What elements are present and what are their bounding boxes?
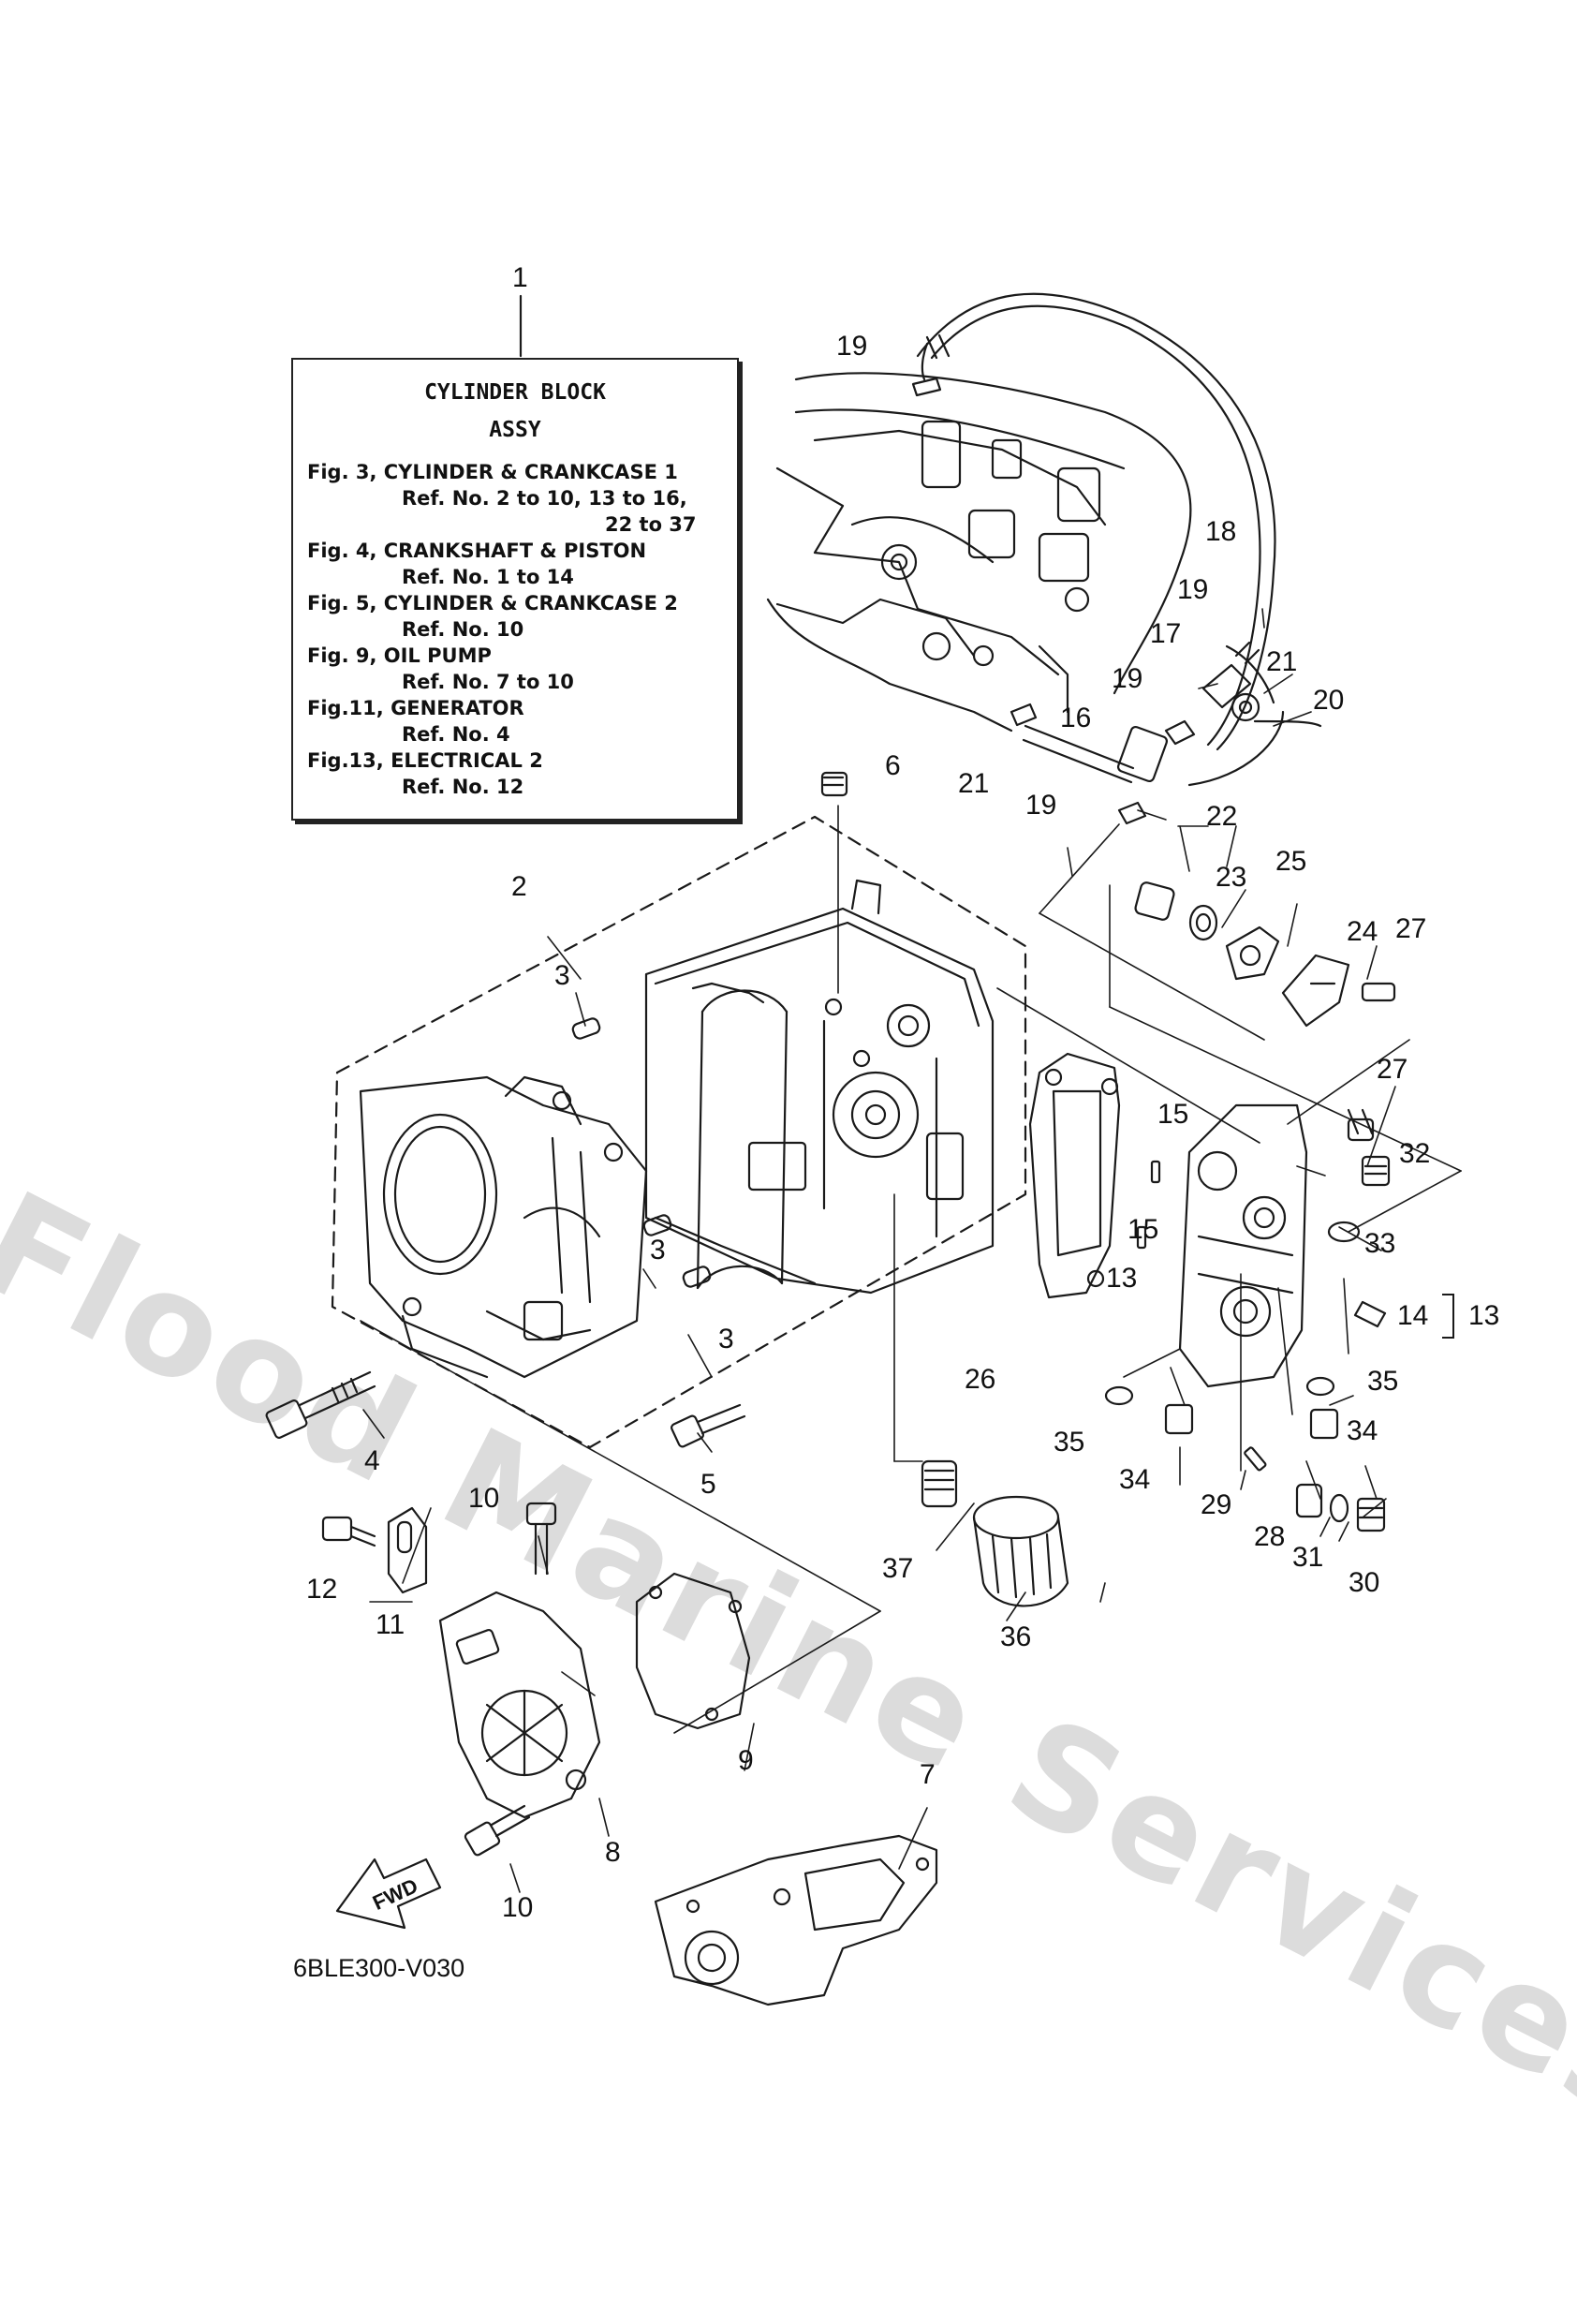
gasket-part-9	[635, 1572, 751, 1730]
cylinder-block-left	[359, 1075, 648, 1379]
info-line: Fig. 9, OIL PUMP	[307, 644, 492, 667]
bolt-part-5	[671, 1403, 746, 1448]
callout-16: 16	[1060, 703, 1092, 733]
callout-32: 32	[1399, 1138, 1431, 1169]
info-line: 22 to 37	[605, 513, 697, 536]
info-line: Fig. 4, CRANKSHAFT & PISTON	[307, 540, 647, 562]
cover-part-13	[1178, 1103, 1308, 1388]
callout-4: 4	[364, 1445, 380, 1476]
bolt-part-12	[321, 1516, 376, 1547]
group-bracket	[1442, 1294, 1454, 1339]
info-line: Fig.11, GENERATOR	[307, 697, 524, 719]
callout-17: 17	[1150, 618, 1182, 649]
callout-37: 37	[882, 1553, 914, 1584]
callout-9: 9	[738, 1745, 754, 1776]
callout-29: 29	[1201, 1489, 1232, 1520]
callout-34: 34	[1119, 1464, 1151, 1495]
callout-25: 25	[1275, 846, 1307, 877]
crankcase-part-2	[644, 879, 995, 1295]
callout-15: 15	[1127, 1214, 1159, 1245]
info-title-line2: ASSY	[489, 418, 541, 442]
callout-21: 21	[1266, 646, 1298, 677]
callout-30: 30	[1349, 1567, 1380, 1598]
callout-10: 10	[468, 1483, 500, 1514]
callout-8: 8	[605, 1837, 621, 1868]
dashed-assembly-outline	[331, 815, 1027, 1449]
callout-22: 22	[1206, 801, 1238, 832]
callout-34: 34	[1347, 1415, 1378, 1446]
pin-part-15	[1136, 1160, 1161, 1250]
callout-11: 11	[376, 1609, 405, 1640]
callout-10: 10	[502, 1892, 534, 1923]
oil-pump-part-8	[438, 1591, 601, 1819]
callout-27: 27	[1395, 913, 1427, 944]
callout-35: 35	[1367, 1366, 1399, 1397]
callout-36: 36	[1000, 1621, 1032, 1652]
bolt-part-10-lower	[464, 1804, 531, 1857]
callout-15: 15	[1157, 1099, 1189, 1130]
fwd-arrow-icon: FWD	[335, 1858, 442, 1930]
callout-24: 24	[1347, 916, 1378, 947]
reference-info-box: CYLINDER BLOCK ASSY Fig. 3, CYLINDER & C…	[291, 358, 739, 821]
callout-23: 23	[1216, 862, 1247, 893]
info-line: Fig. 5, CYLINDER & CRANKCASE 2	[307, 592, 678, 614]
callout-12: 12	[306, 1574, 338, 1605]
callout-6: 6	[885, 750, 901, 781]
callout-5: 5	[700, 1469, 716, 1500]
info-line: Ref. No. 12	[402, 776, 524, 798]
dowel-pins	[571, 1017, 712, 1288]
bracket-part-11	[387, 1506, 428, 1594]
callout-26: 26	[965, 1364, 996, 1395]
info-line: Ref. No. 2 to 10, 13 to 16,	[402, 487, 687, 510]
callout-13: 13	[1468, 1300, 1500, 1331]
info-title-line1: CYLINDER BLOCK	[424, 380, 606, 405]
callout-21: 21	[958, 768, 990, 799]
bolt-part-10-upper	[525, 1502, 557, 1576]
thermostat-group	[1134, 881, 1396, 1142]
callout-3: 3	[554, 960, 570, 991]
fwd-label: FWD	[369, 1873, 421, 1915]
callout-19: 19	[1025, 790, 1057, 821]
info-line: Ref. No. 7 to 10	[402, 671, 574, 693]
callout-2: 2	[511, 871, 527, 902]
callout-3: 3	[650, 1235, 666, 1266]
info-line: Ref. No. 4	[402, 723, 510, 746]
callout-3: 3	[718, 1324, 734, 1354]
callout-13: 13	[1106, 1263, 1138, 1294]
bolt-part-4	[265, 1370, 376, 1439]
callout-7: 7	[920, 1759, 936, 1790]
info-line: Fig. 3, CYLINDER & CRANKCASE 1	[307, 461, 678, 483]
gasket-part-26	[1028, 1052, 1121, 1299]
hose-and-fittings	[911, 342, 1322, 825]
callout-14: 14	[1397, 1300, 1429, 1331]
union-screw-part-37	[921, 1459, 958, 1508]
callout-33: 33	[1364, 1228, 1396, 1259]
callout-19: 19	[836, 331, 868, 362]
callout-35: 35	[1054, 1427, 1085, 1458]
oil-filter-part-36	[972, 1495, 1069, 1607]
drawing-code: 6BLE300-V030	[293, 1954, 465, 1982]
plugs-and-orings	[1104, 1155, 1391, 1532]
callout-31: 31	[1292, 1542, 1324, 1573]
info-line: Ref. No. 10	[402, 618, 524, 641]
callout-27: 27	[1377, 1054, 1408, 1085]
callout-18: 18	[1205, 516, 1237, 547]
leader-lines	[360, 608, 1462, 1893]
callout-20: 20	[1313, 685, 1345, 716]
callout-28: 28	[1254, 1521, 1286, 1552]
info-line: Ref. No. 1 to 14	[402, 566, 574, 588]
bottom-cowling-outline	[766, 292, 1276, 751]
plug-part-6	[820, 771, 848, 797]
info-line: Fig.13, ELECTRICAL 2	[307, 749, 543, 772]
callout-19: 19	[1177, 574, 1209, 605]
callout-19: 19	[1112, 663, 1143, 694]
oil-pan-gasket-part-7	[654, 1834, 938, 2006]
callout-1: 1	[512, 262, 528, 293]
